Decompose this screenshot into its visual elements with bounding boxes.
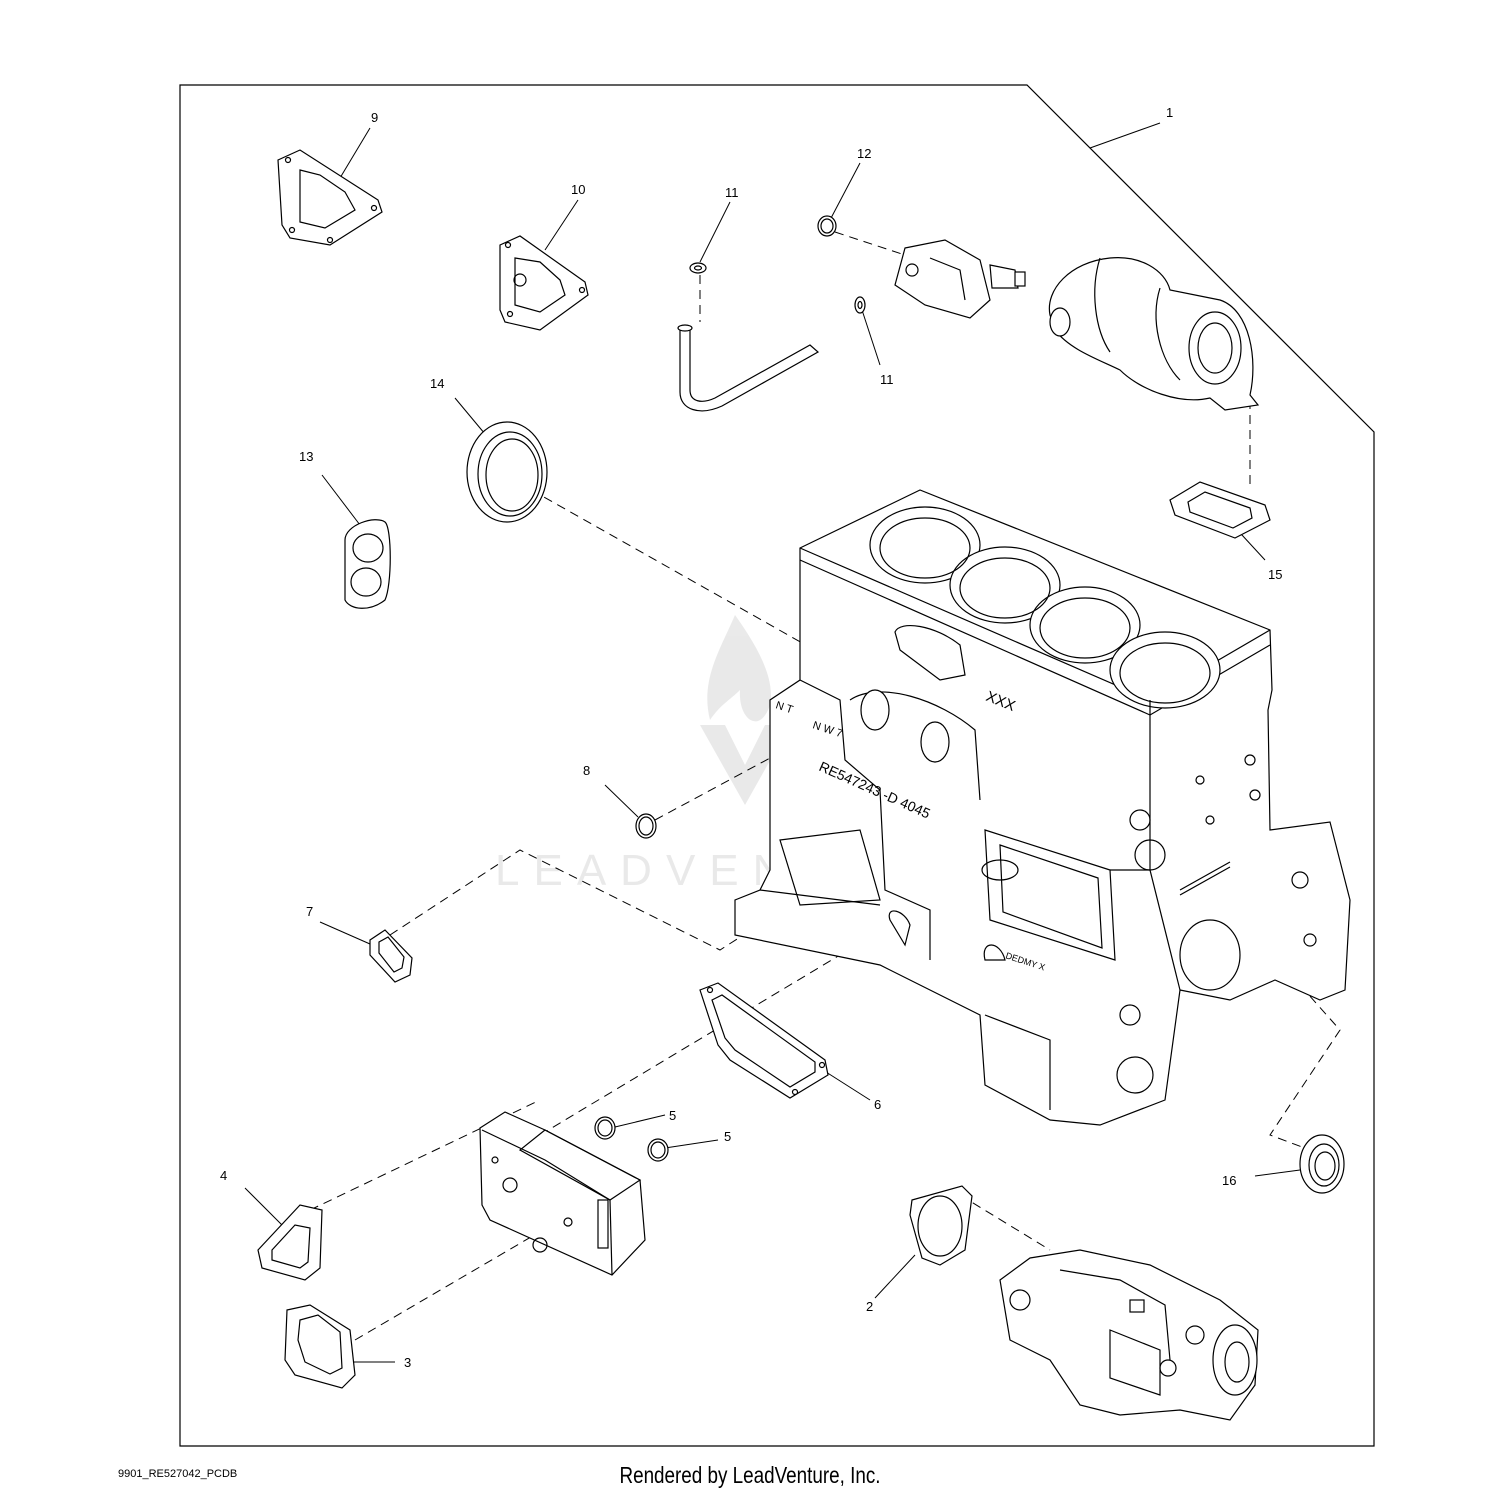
kit-border (179, 84, 1375, 1447)
part-1-turbocharger[interactable] (1048, 257, 1260, 411)
callout-11a: 11 (725, 185, 739, 200)
part-5-o-ring-lower[interactable] (647, 1138, 669, 1162)
callout-9: 9 (371, 110, 378, 125)
part-16-seal[interactable] (1299, 1134, 1345, 1194)
part-7-gasket[interactable] (369, 929, 413, 983)
part-12-o-ring[interactable] (817, 215, 837, 237)
callout-12: 12 (857, 146, 871, 161)
oil-tube[interactable] (677, 324, 820, 412)
part-4-gasket[interactable] (257, 1204, 323, 1281)
callout-16: 16 (1222, 1173, 1236, 1188)
part-14-seal[interactable] (466, 421, 548, 523)
part-3-gasket[interactable] (284, 1304, 356, 1389)
leader-lines (244, 122, 1301, 1363)
callout-5b: 5 (724, 1129, 731, 1144)
part-5-o-ring-upper[interactable] (594, 1116, 616, 1140)
callout-3: 3 (404, 1355, 411, 1370)
part-10-gasket[interactable] (499, 235, 589, 331)
callout-4: 4 (220, 1168, 227, 1183)
oil-cooler[interactable] (479, 1111, 646, 1276)
callout-10: 10 (571, 182, 585, 197)
part-2-gasket[interactable] (909, 1185, 973, 1266)
cylinder-block[interactable] (734, 489, 1351, 1126)
part-8-o-ring[interactable] (635, 813, 657, 839)
callout-labels: 1 2 3 4 5 5 6 7 8 9 10 11 11 12 13 14 15… (220, 105, 1282, 1370)
part-6-gasket[interactable] (699, 982, 829, 1099)
render-credit: Rendered by LeadVenture, Inc. (619, 1462, 881, 1488)
part-11-washer-upper[interactable] (689, 262, 707, 274)
drawing-code: 9901_RE527042_PCDB (118, 1468, 238, 1480)
callout-7: 7 (306, 904, 313, 919)
callout-14: 14 (430, 376, 444, 391)
callout-8: 8 (583, 763, 590, 778)
part-13-gasket[interactable] (344, 519, 391, 609)
callout-1: 1 (1166, 105, 1173, 120)
part-11-washer-lower[interactable] (854, 296, 866, 314)
part-9-gasket[interactable] (277, 149, 383, 246)
callout-2: 2 (866, 1299, 873, 1314)
callout-13: 13 (299, 449, 313, 464)
callout-11b: 11 (880, 372, 894, 387)
pump-adapter[interactable] (894, 239, 1026, 319)
callout-5a: 5 (669, 1108, 676, 1123)
part-15-gasket[interactable] (1169, 481, 1271, 539)
callout-15: 15 (1268, 567, 1282, 582)
injection-pump[interactable] (999, 1249, 1259, 1421)
callout-6: 6 (874, 1097, 881, 1112)
stamp-nt: N T (774, 699, 795, 716)
